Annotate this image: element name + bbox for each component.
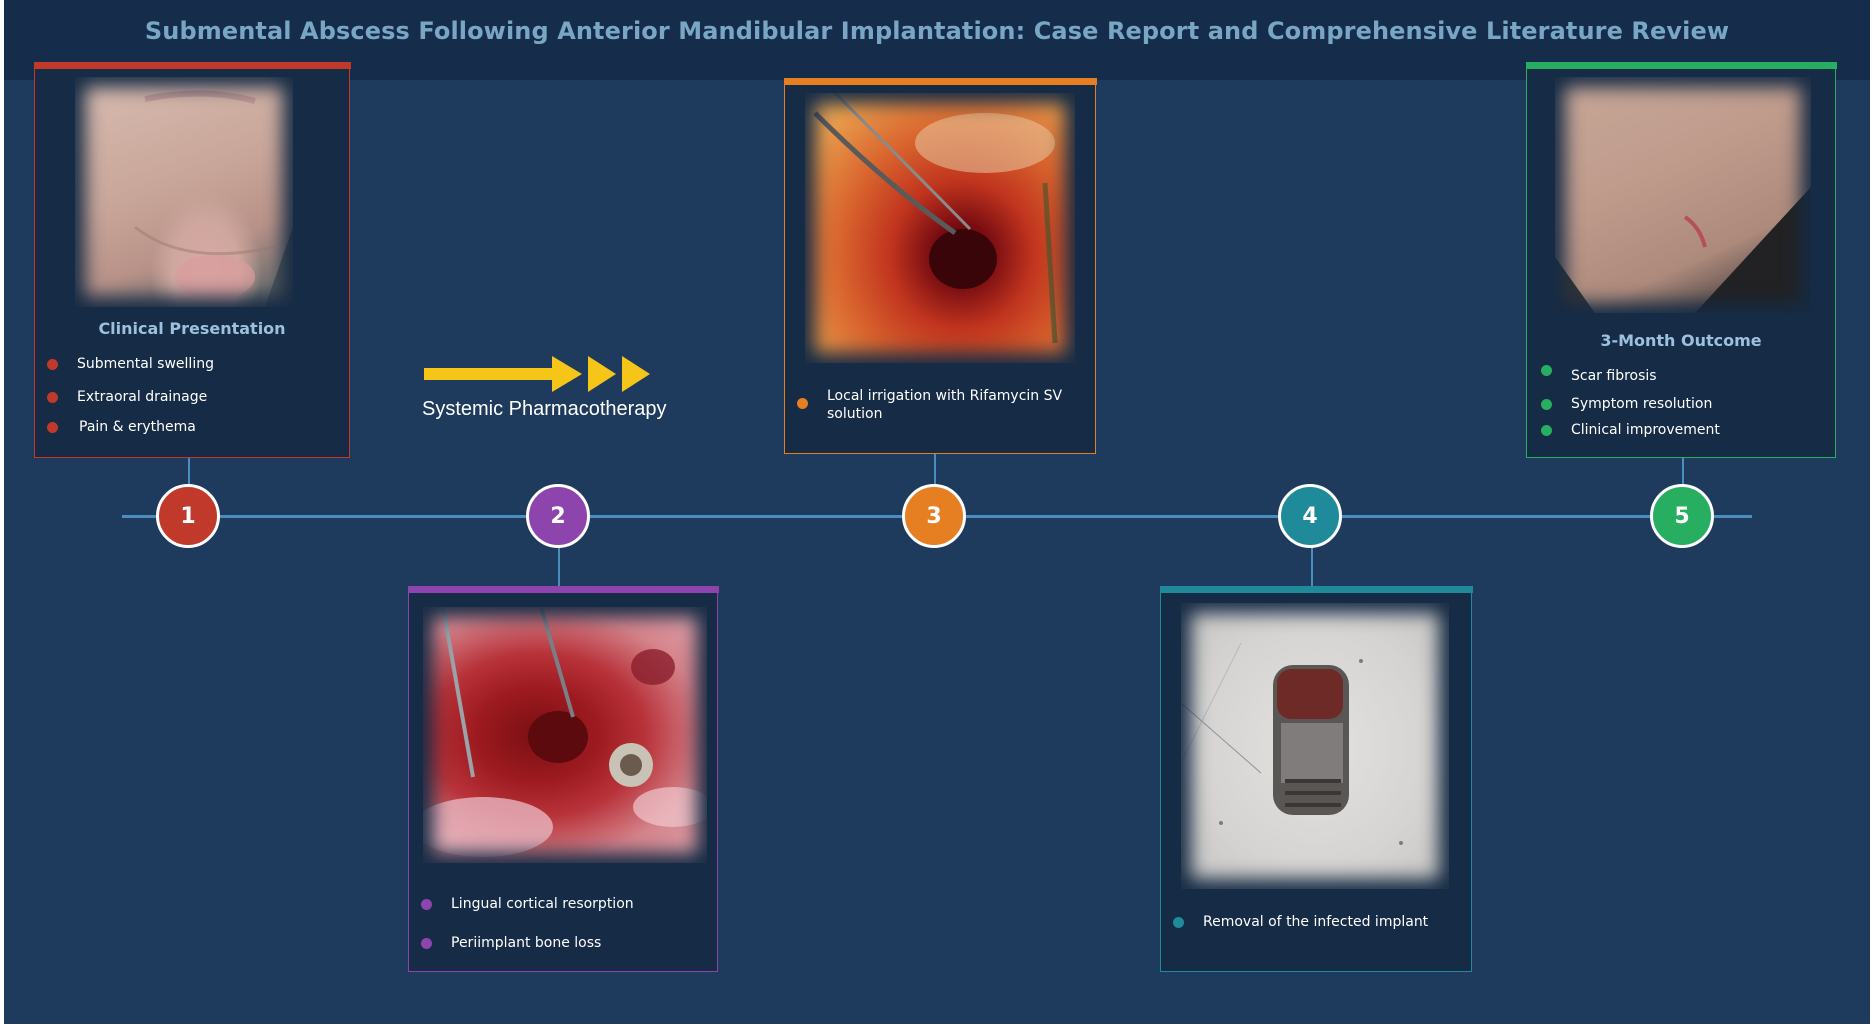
connector-2: [558, 546, 560, 586]
bullet-dot-icon: [421, 938, 432, 949]
step-1-title: Clinical Presentation: [98, 319, 286, 338]
step-2-accent-bar: [407, 585, 719, 593]
bullet-dot-icon: [47, 359, 58, 370]
list-item: Periimplant bone loss: [419, 934, 634, 952]
step-4-bullets: Removal of the infected implant: [1171, 913, 1428, 931]
list-item: Submental swelling: [45, 355, 214, 373]
step-3-node: 3: [902, 484, 966, 548]
healed-scar-photo: [1555, 77, 1811, 313]
bullet-dot-icon: [47, 422, 58, 433]
list-item: Pain & erythema: [45, 418, 214, 436]
step-5-bullets: Scar fibrosis Symptom resolution Clinica…: [1539, 365, 1720, 439]
step-1-card: Clinical Presentation Submental swelling…: [33, 61, 351, 458]
triple-arrow-icon: [424, 356, 650, 392]
bullet-dot-icon: [47, 392, 58, 403]
step-3-card: Local irrigation with Rifamycin SV solut…: [783, 77, 1097, 454]
infographic-canvas: Submental Abscess Following Anterior Man…: [4, 0, 1870, 1024]
step-5-card: 3-Month Outcome Scar fibrosis Symptom re…: [1525, 61, 1837, 458]
step-2-bullets: Lingual cortical resorption Periimplant …: [419, 895, 634, 952]
bullet-dot-icon: [1541, 399, 1552, 410]
list-item: Scar fibrosis: [1539, 365, 1720, 385]
removed-implant-photo: [1181, 603, 1449, 889]
step-3-bullets: Local irrigation with Rifamycin SV solut…: [795, 387, 1085, 423]
list-item: Symptom resolution: [1539, 395, 1720, 413]
pharmacotherapy-label: Systemic Pharmacotherapy: [422, 398, 667, 420]
connector-4: [1311, 546, 1313, 586]
list-item: Extraoral drainage: [45, 388, 214, 406]
list-item: Removal of the infected implant: [1171, 913, 1428, 931]
step-2-node: 2: [526, 484, 590, 548]
step-5-node: 5: [1650, 484, 1714, 548]
surgical-cavity-photo: [805, 93, 1075, 363]
connector-5: [1682, 456, 1684, 486]
connector-3: [934, 452, 936, 486]
step-1-bullets: Submental swelling Extraoral drainage Pa…: [45, 355, 214, 436]
step-5-title: 3-Month Outcome: [1600, 331, 1762, 350]
step-1-node: 1: [156, 484, 220, 548]
step-1-accent-bar: [33, 61, 351, 69]
pharmacotherapy-arrow: Systemic Pharmacotherapy: [422, 352, 682, 432]
step-4-card: Removal of the infected implant: [1159, 585, 1473, 972]
list-item: Clinical improvement: [1539, 421, 1720, 439]
connector-1: [188, 456, 190, 486]
list-item: Local irrigation with Rifamycin SV solut…: [795, 387, 1085, 423]
bullet-dot-icon: [1541, 425, 1552, 436]
step-4-node: 4: [1278, 484, 1342, 548]
bullet-dot-icon: [1173, 917, 1184, 928]
step-2-card: Lingual cortical resorption Periimplant …: [407, 585, 719, 972]
submental-swelling-photo: [75, 77, 293, 307]
step-5-accent-bar: [1525, 61, 1837, 69]
surgical-site-with-implant-photo: [423, 607, 707, 863]
bullet-dot-icon: [1541, 365, 1552, 376]
bullet-dot-icon: [421, 899, 432, 910]
page-title: Submental Abscess Following Anterior Man…: [144, 17, 1730, 45]
list-item: Lingual cortical resorption: [419, 895, 634, 913]
bullet-dot-icon: [797, 398, 808, 409]
step-3-accent-bar: [783, 77, 1097, 85]
step-4-accent-bar: [1159, 585, 1473, 593]
